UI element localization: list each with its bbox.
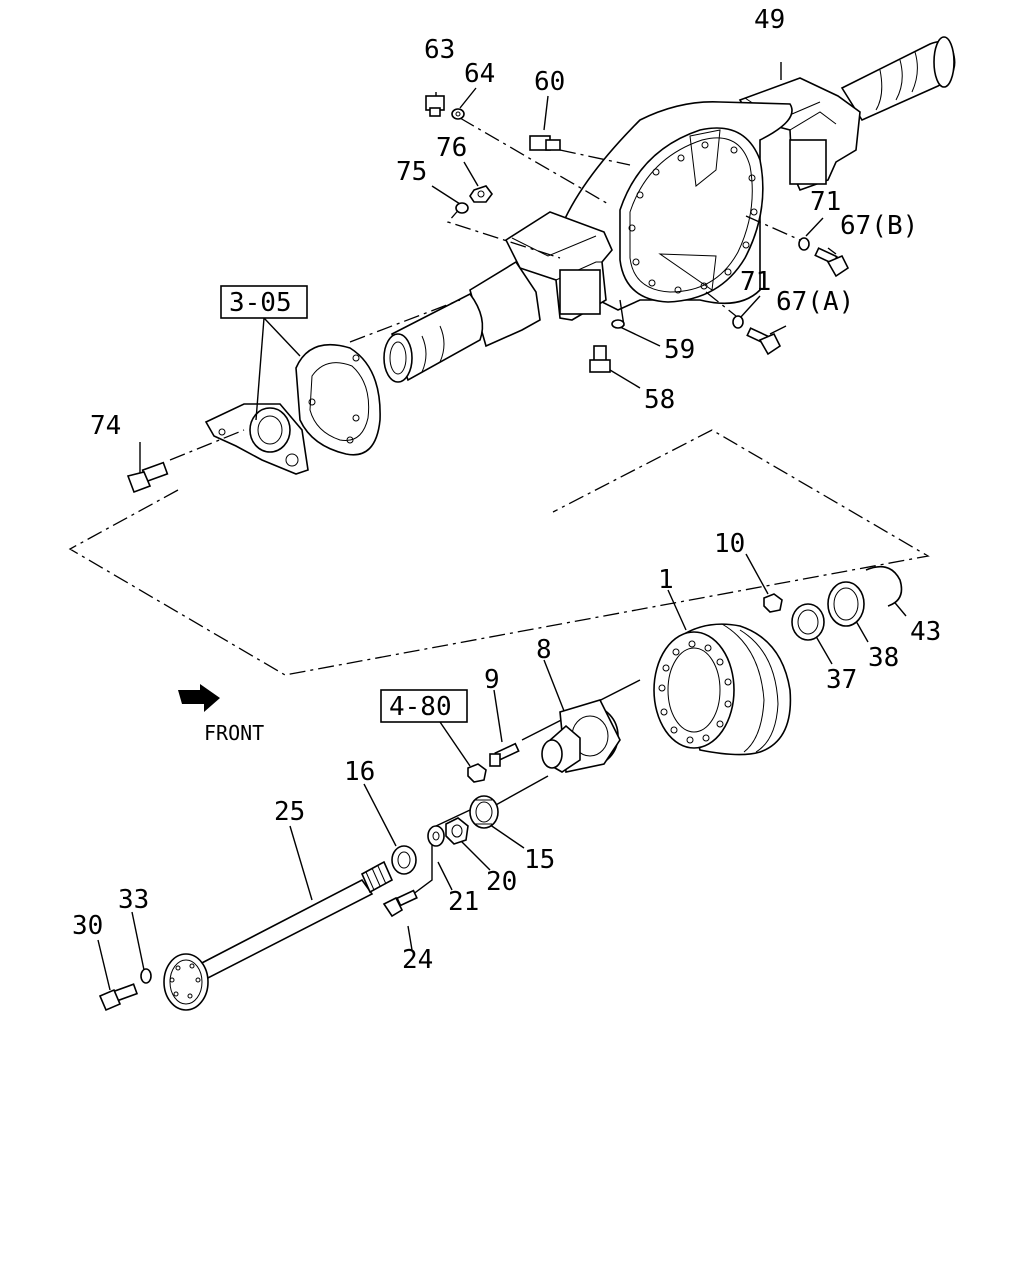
label-part-25: 25 [274, 797, 305, 827]
label-part-71a: 71 [740, 267, 771, 297]
label-part-10: 10 [714, 529, 745, 559]
axle-shaft [163, 860, 394, 1011]
label-part-67a: 67(A) [776, 287, 854, 317]
subassembly-outline [68, 429, 930, 676]
leader-lines-bottom [97, 553, 907, 991]
label-part-9: 9 [484, 665, 500, 695]
label-part-8: 8 [536, 635, 552, 665]
label-part-76: 76 [436, 133, 467, 163]
screw-24 [382, 889, 418, 918]
ref-label-480[interactable]: 4-80 [389, 692, 452, 722]
brake-backing-plate [295, 344, 381, 456]
label-part-67b: 67(B) [840, 211, 918, 241]
front-arrow-icon [178, 684, 220, 712]
washer-64 [451, 108, 465, 120]
bolt-67b [814, 247, 850, 278]
label-part-1: 1 [658, 565, 674, 595]
nut-10 [763, 593, 783, 613]
label-part-20: 20 [486, 867, 517, 897]
wheel-hub [541, 699, 621, 773]
clip-71b [798, 237, 810, 251]
bolt-30 [98, 983, 139, 1012]
label-part-38: 38 [868, 643, 899, 673]
bolt-74 [126, 461, 169, 494]
brake-drum [653, 623, 792, 756]
label-part-21: 21 [448, 887, 479, 917]
washer-75 [455, 202, 469, 214]
label-part-60: 60 [534, 67, 565, 97]
label-part-59: 59 [664, 335, 695, 365]
label-part-74: 74 [90, 411, 121, 441]
label-part-71b: 71 [810, 187, 841, 217]
label-part-15: 15 [524, 845, 555, 875]
anchor-flange [204, 403, 309, 475]
ref-box-305 [220, 285, 308, 319]
washer-59 [611, 319, 625, 329]
clip-71a [732, 315, 744, 329]
label-part-63: 63 [424, 35, 455, 65]
label-part-43: 43 [910, 617, 941, 647]
hub-stud [489, 742, 520, 767]
label-part-30: 30 [72, 911, 103, 941]
label-part-33: 33 [118, 885, 149, 915]
plug-58 [589, 345, 611, 373]
lock-nut-20 [445, 817, 469, 845]
washer-33 [140, 968, 152, 984]
label-part-16: 16 [344, 757, 375, 787]
snap-ring-43 [865, 565, 903, 607]
label-part-64: 64 [464, 59, 495, 89]
label-part-49: 49 [754, 5, 785, 35]
lock-washer-21 [427, 825, 445, 847]
label-part-58: 58 [644, 385, 675, 415]
bearing-37 [791, 603, 825, 641]
hub-nut-ref [467, 763, 487, 783]
bolt-67a [746, 327, 782, 356]
ref-box-480 [380, 689, 468, 723]
ref-label-305[interactable]: 3-05 [229, 288, 292, 318]
nut-76 [469, 185, 493, 203]
bearing-15 [469, 795, 499, 829]
label-part-37: 37 [826, 665, 857, 695]
drum-bolt-holes [658, 640, 732, 744]
label-part-24: 24 [402, 945, 433, 975]
oil-seal-38 [827, 581, 865, 627]
bolt-63 [425, 95, 445, 117]
axle-housing [204, 36, 956, 475]
breather-60 [529, 135, 561, 151]
label-part-75: 75 [396, 157, 427, 187]
front-label: FRONT [204, 721, 264, 745]
oil-seal-16 [391, 845, 417, 875]
